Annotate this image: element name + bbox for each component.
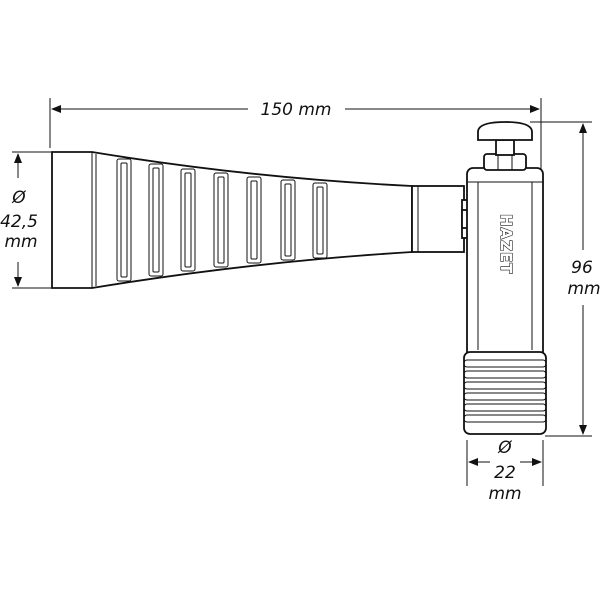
flared-head: [51, 151, 413, 289]
length-dimension: 150 mm: [49, 98, 542, 175]
brand-logo: HAZET: [497, 214, 515, 275]
head-diameter-dimension: Ø 42,5 mm: [0, 151, 52, 289]
length-label: 150 mm: [261, 100, 332, 120]
height-value: 96: [571, 258, 593, 278]
collar: [411, 185, 473, 253]
head-diameter-symbol: Ø: [11, 188, 26, 208]
height-unit: mm: [567, 279, 600, 299]
height-dimension: 96 mm: [530, 121, 600, 437]
head-diameter-unit: mm: [4, 232, 37, 252]
handle-grip: [463, 351, 547, 435]
plunger-button: [477, 121, 533, 171]
head-diameter-value: 42,5: [0, 212, 38, 232]
grip-diameter-unit: mm: [488, 484, 521, 504]
grip-diameter-symbol: Ø: [497, 438, 512, 458]
head-ribs: [116, 158, 328, 282]
grip-diameter-value: 22: [494, 463, 516, 483]
grip-diameter-dimension: Ø 22 mm: [466, 438, 544, 504]
